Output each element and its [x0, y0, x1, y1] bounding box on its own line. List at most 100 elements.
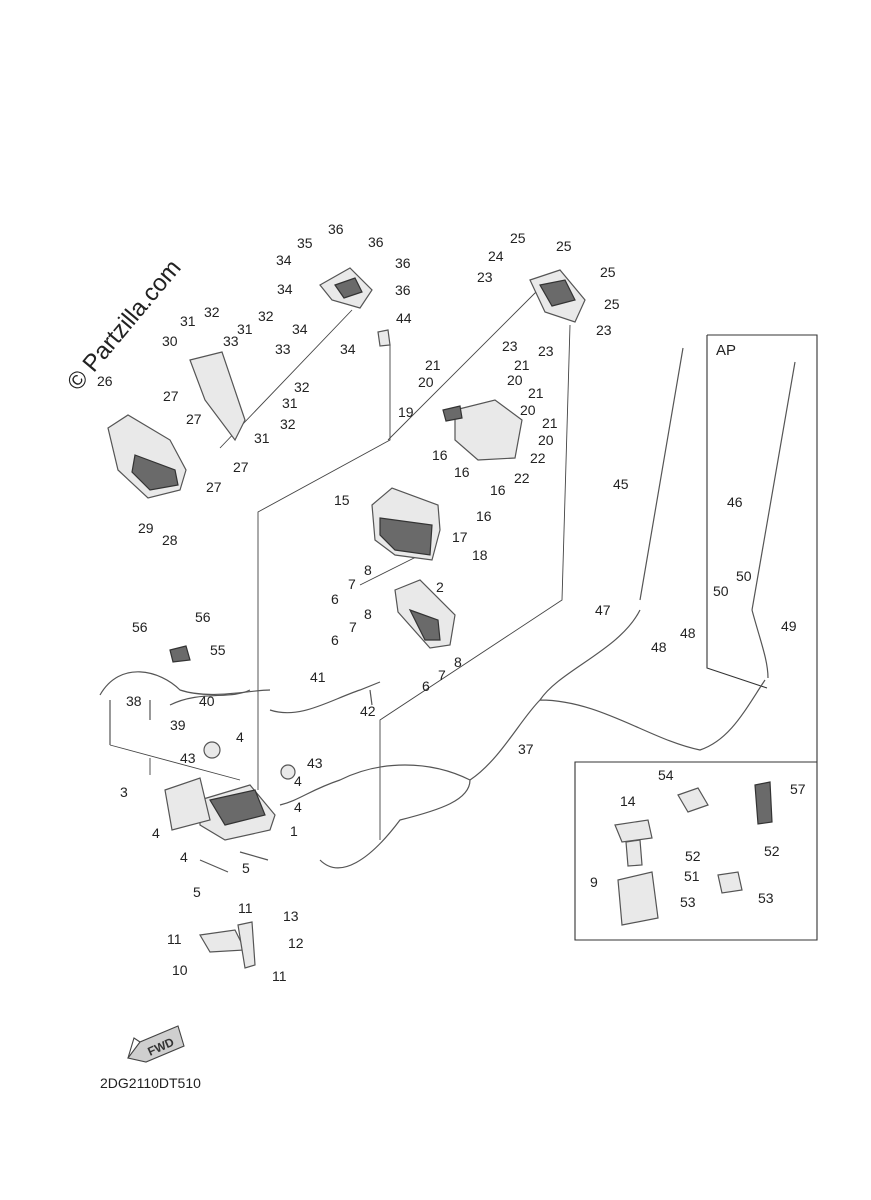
part-41-wire [269, 681, 381, 714]
callout: 14 [620, 793, 636, 809]
watermark: © Partzilla.com [62, 255, 187, 396]
callout: 26 [97, 373, 113, 389]
callout: 31 [282, 395, 298, 411]
callout: 56 [132, 619, 148, 635]
callout: 41 [310, 669, 326, 685]
callout: 39 [170, 717, 186, 733]
part-5-strap [199, 851, 269, 873]
callout: 23 [477, 269, 493, 285]
part-2-display [394, 579, 456, 649]
callout: 21 [542, 415, 558, 431]
callout: 37 [518, 741, 534, 757]
callout: 21 [425, 357, 441, 373]
callout: 8 [364, 606, 372, 622]
callout: 11 [238, 900, 253, 916]
callout: 1 [290, 823, 298, 839]
callout: 12 [288, 935, 304, 951]
callout: 57 [790, 781, 806, 797]
part-14-sensor [614, 819, 653, 867]
callout: 6 [331, 591, 339, 607]
callout: 4 [180, 849, 188, 865]
callout: 29 [138, 520, 154, 536]
callout: 22 [530, 450, 546, 466]
callout: 48 [680, 625, 696, 641]
callout: 34 [276, 252, 292, 268]
part-44-plug [377, 329, 391, 347]
part-43-cap-b [280, 764, 296, 780]
callout: 4 [294, 773, 302, 789]
diagram-code: 2DG2110DT510 [100, 1075, 201, 1091]
callout: 35 [297, 235, 313, 251]
part-40-wire [169, 689, 251, 706]
part-15-meter [371, 487, 441, 561]
callout: 4 [152, 825, 160, 841]
callout: 5 [242, 860, 250, 876]
callout: 40 [199, 693, 215, 709]
callout: 25 [604, 296, 620, 312]
callout: 53 [680, 894, 696, 910]
callout: 5 [193, 884, 201, 900]
callout: 7 [348, 576, 356, 592]
callout: 27 [233, 459, 249, 475]
callout: 6 [331, 632, 339, 648]
callout: 54 [658, 767, 674, 783]
callout: 7 [349, 619, 357, 635]
callout: 23 [538, 343, 554, 359]
callout: 16 [476, 508, 492, 524]
callout: 45 [613, 476, 629, 492]
part-26-housing [107, 414, 187, 499]
callout: 20 [418, 374, 434, 390]
callout: 27 [186, 411, 202, 427]
part-9-module [617, 871, 659, 926]
callout: 50 [713, 583, 729, 599]
part-30-bracket [189, 351, 246, 442]
ap-frame [574, 334, 818, 941]
part-51-unit [717, 871, 743, 894]
part-55-relay [169, 645, 191, 663]
callout: 32 [204, 304, 220, 320]
callout: 21 [528, 385, 544, 401]
callout: 24 [488, 248, 504, 264]
callout: 32 [258, 308, 274, 324]
callout: 33 [223, 333, 239, 349]
callout: 55 [210, 642, 226, 658]
callout: 36 [328, 221, 344, 237]
part-57-label [754, 781, 773, 825]
callout: 15 [334, 492, 350, 508]
callout: 11 [272, 968, 287, 984]
callout: 9 [590, 874, 598, 890]
callout: 7 [438, 667, 446, 683]
part-10-switch [199, 921, 256, 969]
callout: 4 [294, 799, 302, 815]
callout: 25 [600, 264, 616, 280]
callout: 8 [364, 562, 372, 578]
callout: 16 [490, 482, 506, 498]
callout: 48 [651, 639, 667, 655]
callout: 20 [507, 372, 523, 388]
callout: 52 [764, 843, 780, 859]
callout: 4 [236, 729, 244, 745]
callout: 6 [422, 678, 430, 694]
part-1-ecu [164, 777, 276, 841]
callout: 11 [167, 931, 182, 947]
callout: 38 [126, 693, 142, 709]
fwd-arrow-icon: FWD [127, 1025, 185, 1063]
callout: 43 [180, 750, 196, 766]
part-46-antenna [751, 361, 796, 611]
callout: 34 [277, 281, 293, 297]
callout: 25 [510, 230, 526, 246]
part-38-wire [109, 700, 151, 745]
callout: 20 [520, 402, 536, 418]
callout: 16 [432, 447, 448, 463]
callout: 22 [514, 470, 530, 486]
callout: 56 [195, 609, 211, 625]
callout: 2 [436, 579, 444, 595]
callout: 34 [292, 321, 308, 337]
callout: 18 [472, 547, 488, 563]
part-37-harness [99, 609, 769, 869]
part-34-lamp [319, 267, 373, 309]
callout: 17 [452, 529, 468, 545]
callout: 44 [396, 310, 412, 326]
part-54-bracket [677, 787, 709, 813]
